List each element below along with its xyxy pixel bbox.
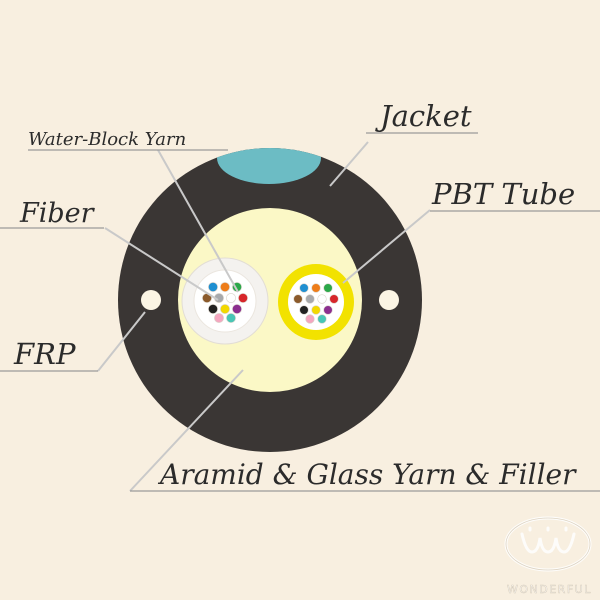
left-fiber-black xyxy=(208,304,218,314)
frp-leader xyxy=(97,311,146,372)
right-fiber-brown xyxy=(293,294,303,304)
filler-leader xyxy=(129,369,244,492)
left-fiber-violet xyxy=(232,304,242,314)
right-fiber-black xyxy=(299,305,309,315)
right-fiber-orange xyxy=(311,283,321,293)
left-fiber-orange xyxy=(220,282,230,292)
fiber-bundle-left xyxy=(202,282,248,323)
right-fiber-pink xyxy=(305,314,315,324)
left-fiber-blue xyxy=(208,282,218,292)
filler-core xyxy=(178,208,362,392)
water-block-yarn-leader xyxy=(157,149,239,293)
jacket-stripe xyxy=(217,148,321,184)
logo-wordmark: WONDERFUL xyxy=(507,583,592,596)
frp-left xyxy=(141,290,161,310)
fiber-bundle-right xyxy=(293,283,339,324)
right-fiber-violet xyxy=(323,305,333,315)
right-fiber-blue xyxy=(299,283,309,293)
pbt-tube-label: PBT Tube xyxy=(431,177,575,211)
right-fiber-yellow xyxy=(311,305,321,315)
left-fiber-yellow xyxy=(220,304,230,314)
right-fiber-red xyxy=(329,294,339,304)
jacket-leader xyxy=(329,141,369,187)
fiber-leader xyxy=(104,227,219,301)
right-fiber-green xyxy=(323,283,333,293)
pbt-tube-leader xyxy=(342,209,431,284)
frp-label: FRP xyxy=(13,337,76,371)
frp-right xyxy=(379,290,399,310)
left-fiber-pink xyxy=(214,313,224,323)
left-fiber-white xyxy=(226,293,236,303)
filler-label: Aramid & Glass Yarn & Filler xyxy=(157,458,577,491)
left-fiber-red xyxy=(238,293,248,303)
right-fiber-white xyxy=(317,294,327,304)
right-fiber-aqua xyxy=(317,314,327,324)
jacket-label: Jacket xyxy=(375,99,472,133)
fiber-label: Fiber xyxy=(19,198,96,229)
wonderful-logo: WONDERFUL xyxy=(504,516,592,596)
left-fiber-aqua xyxy=(226,313,236,323)
water-block-yarn-label: Water-Block Yarn xyxy=(28,129,186,150)
right-fiber-slate xyxy=(305,294,315,304)
